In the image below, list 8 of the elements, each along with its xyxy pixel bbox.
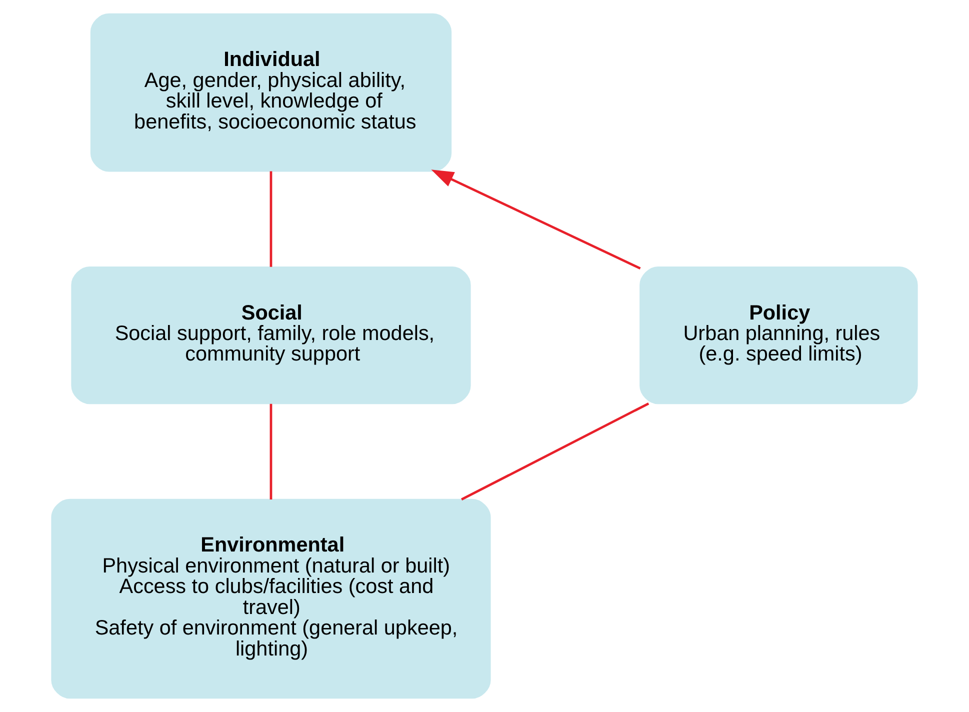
connector <box>461 402 650 501</box>
connector <box>270 171 272 267</box>
connector <box>270 404 272 500</box>
arrow <box>431 170 641 270</box>
node-box: Policy Urban planning, rules (e.g. speed limits) <box>640 266 918 404</box>
node-box: Environmental Physical environment (natural or built) Access to clubs/facilities (cost and travel) Safety of environment (general upkeep, lighting) <box>51 498 491 699</box>
node-box: Social Social support, family, role models, community support <box>71 266 471 404</box>
node-box: Individual Age, gender, physical ability, skill level, knowledge of benefits, socioeconomic status <box>90 13 452 172</box>
